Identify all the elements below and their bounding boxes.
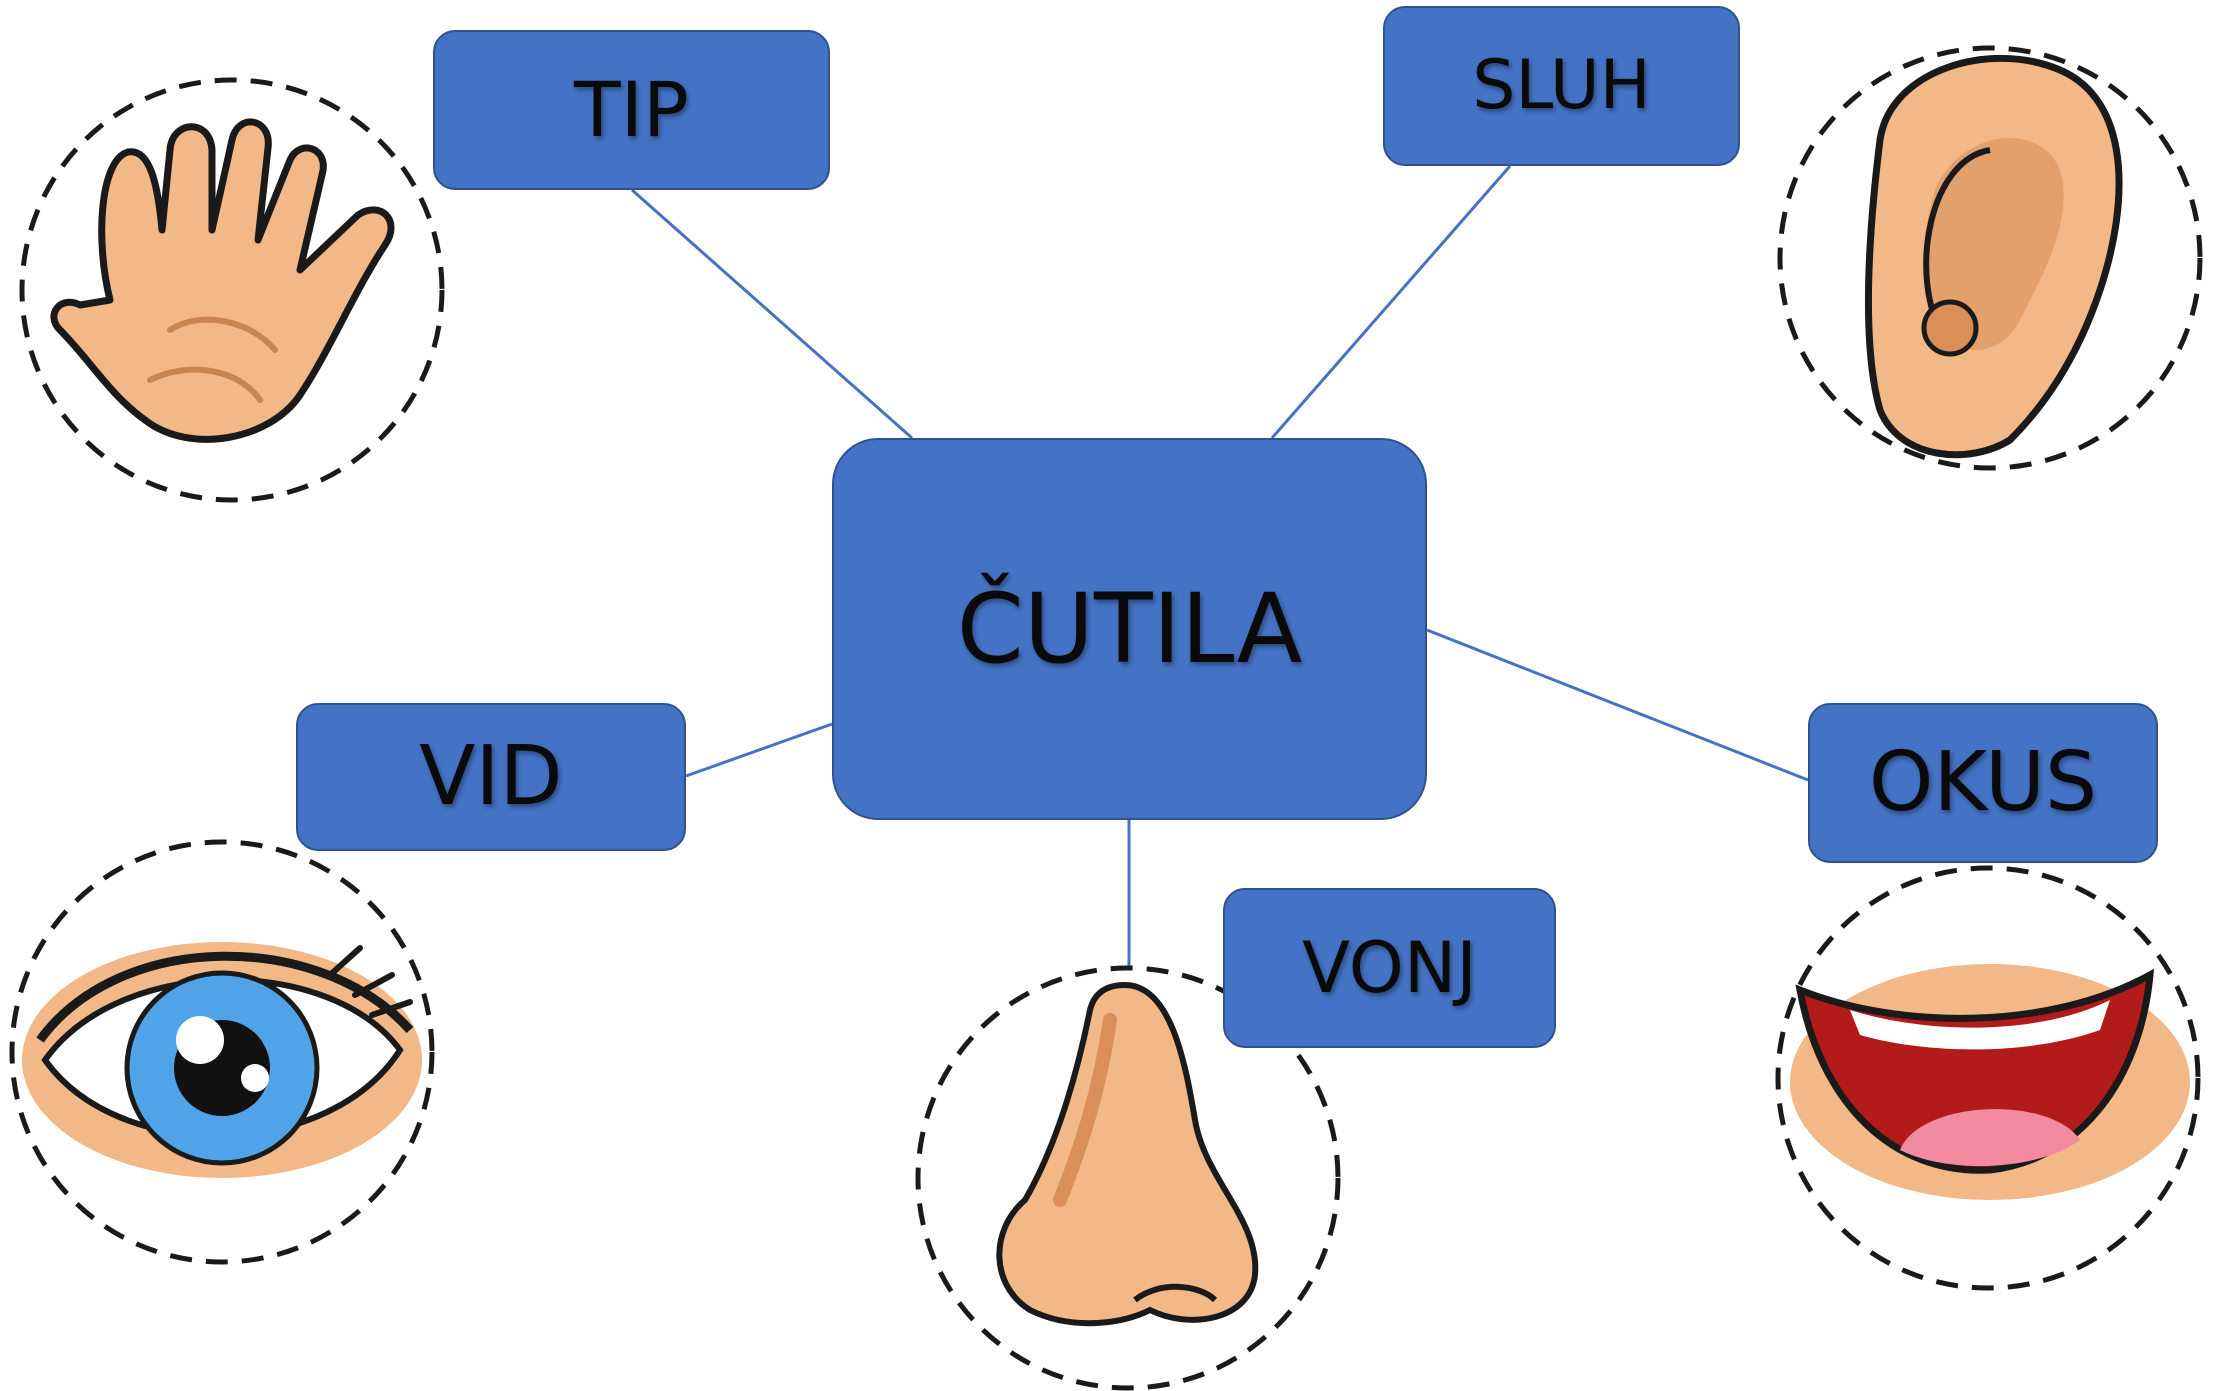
mouth-icon [1775, 865, 2201, 1291]
center-label: ČUTILA [956, 573, 1303, 685]
eye-icon [9, 839, 435, 1265]
ear-icon [1777, 45, 2203, 471]
node-vid-label: VID [419, 729, 563, 824]
connectors [631, 165, 1809, 970]
node-tip: TIP [433, 30, 830, 190]
hand-icon [19, 77, 445, 503]
connector-okus [1426, 628, 1809, 782]
node-sluh: SLUH [1383, 6, 1740, 166]
nose-icon [915, 965, 1341, 1391]
node-okus: OKUS [1808, 703, 2158, 863]
node-tip-label: TIP [574, 65, 689, 154]
node-vid: VID [296, 703, 686, 851]
connector-vid [685, 722, 833, 778]
connector-sluh [1270, 165, 1512, 439]
center-node: ČUTILA [832, 438, 1427, 820]
node-sluh-label: SLUH [1472, 46, 1651, 125]
connector-tip [631, 188, 913, 440]
node-vonj: VONJ [1223, 888, 1556, 1048]
node-okus-label: OKUS [1868, 735, 2098, 830]
node-vonj-label: VONJ [1302, 927, 1477, 1009]
